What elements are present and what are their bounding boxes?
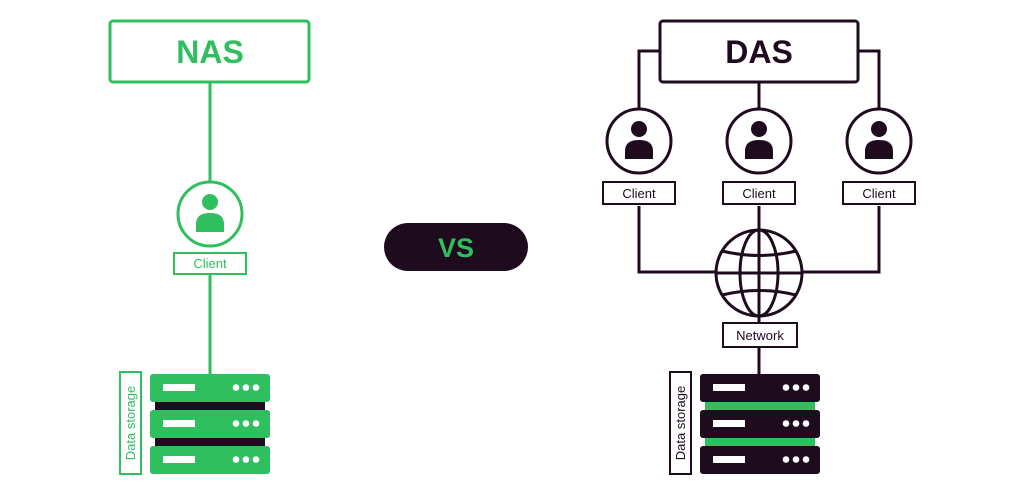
das-network-label: Network (736, 328, 784, 343)
nas-data-storage: Data storage (119, 371, 270, 475)
das-network-label-box (722, 322, 798, 348)
das-storage-label: Data storage (673, 386, 688, 460)
das-server-unit (700, 446, 820, 474)
nas-title-box (108, 19, 311, 84)
vs-badge: VS (384, 223, 528, 271)
das-client-label-box (842, 181, 916, 205)
nas-server-unit (150, 410, 270, 438)
das-server-unit (700, 410, 820, 438)
das-server-unit (700, 374, 820, 402)
das-client-label: Client (862, 186, 896, 201)
nas-server-unit (150, 374, 270, 402)
nas-section: NAS Client Data storage (108, 19, 311, 475)
nas-client-label-box (173, 252, 247, 275)
das-title: DAS (725, 34, 793, 70)
das-title-box (658, 19, 860, 84)
nas-client-label: Client (193, 256, 227, 271)
nas-client-icon (176, 180, 244, 248)
vs-label: VS (438, 233, 474, 263)
das-client-icon (845, 107, 913, 175)
globe-icon (714, 228, 804, 318)
das-client-label-box (602, 181, 676, 205)
das-client-icon (605, 107, 673, 175)
das-connectors (637, 49, 881, 374)
nas-server-unit (150, 446, 270, 474)
das-storage-label-box (669, 371, 692, 475)
das-client-label-box (722, 181, 796, 205)
das-client-label: Client (742, 186, 776, 201)
nas-title: NAS (176, 34, 244, 70)
das-client-label: Client (622, 186, 656, 201)
nas-storage-label-box (119, 371, 142, 475)
das-client-icon (725, 107, 793, 175)
das-data-storage: Data storage (669, 371, 820, 475)
nas-storage-label: Data storage (123, 386, 138, 460)
das-section: DAS Client Client Client (602, 19, 916, 475)
